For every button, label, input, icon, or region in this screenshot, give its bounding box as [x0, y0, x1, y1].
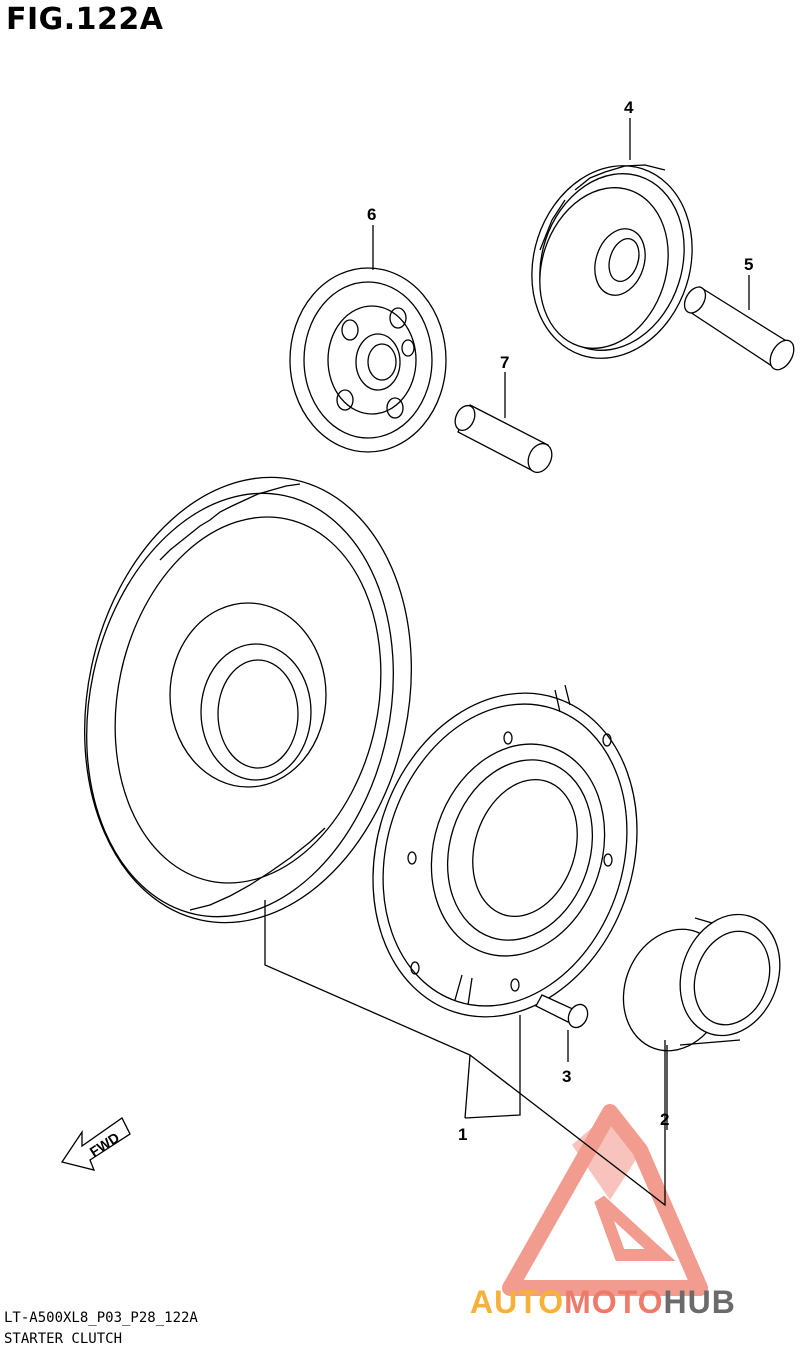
logo-auto: AUTO	[470, 1284, 565, 1320]
watermark-logo-text: AUTOMOTOHUB	[470, 1284, 736, 1321]
watermark-triangle-logo	[502, 1104, 708, 1296]
footer-name: STARTER CLUTCH	[4, 1331, 123, 1347]
footer: LT-A500XL8_P03_P28_122A STARTER CLUTCH	[4, 1308, 198, 1350]
logo-hub: HUB	[663, 1284, 736, 1320]
figure-title: FIG.122A	[6, 2, 164, 37]
part-label-5: 5	[744, 255, 753, 274]
part-label-2: 2	[660, 1110, 669, 1129]
part-label-6: 6	[367, 205, 376, 224]
part-7-pin	[454, 404, 553, 474]
starter-driven-ring-gear	[84, 476, 412, 924]
part-2-needle-bearing	[622, 913, 781, 1052]
part-label-3: 3	[562, 1067, 571, 1086]
part-6-gear	[289, 267, 447, 453]
part-1-one-way-clutch	[372, 684, 638, 1018]
part-label-1: 1	[458, 1125, 467, 1144]
part-label-7: 7	[500, 353, 509, 372]
part-label-4: 4	[624, 98, 634, 117]
fwd-arrow-icon: FWD	[60, 1117, 131, 1171]
part-5-shaft	[683, 286, 795, 371]
footer-code: LT-A500XL8_P03_P28_122A	[4, 1310, 198, 1326]
logo-moto: MOTO	[564, 1284, 664, 1320]
part-4-starter-idle-gear	[531, 164, 693, 359]
leader-lines	[264, 118, 750, 1207]
part-3-bolt	[535, 994, 589, 1029]
